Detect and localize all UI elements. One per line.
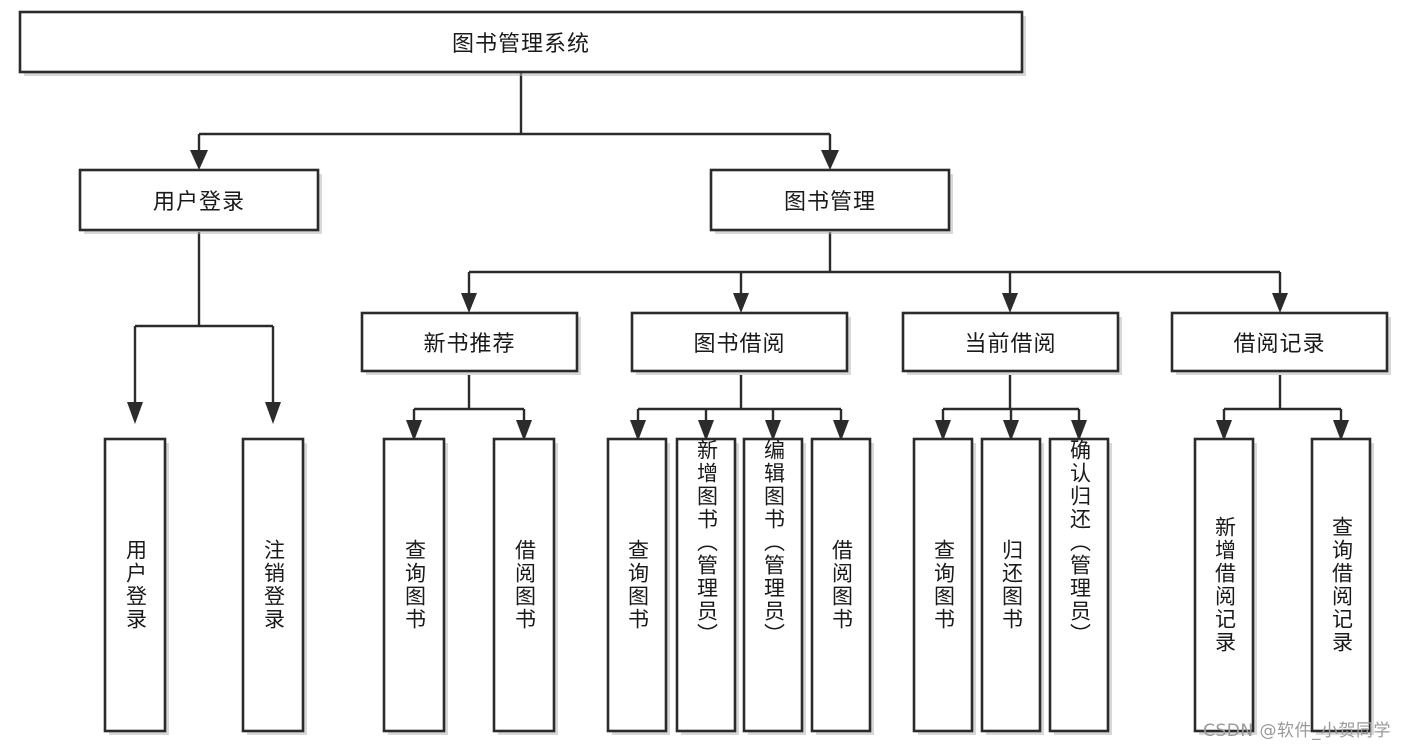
arrow-to-leaf-edit-book: [765, 420, 781, 441]
arrow-to-leaf-query-book-cb: [935, 420, 951, 441]
arrow-to-current-borrow: [1002, 293, 1018, 313]
arrow-to-leaf-add-record: [1216, 420, 1232, 441]
leaf-box-bb-query-book[interactable]: [606, 437, 668, 733]
arrow-to-book-manage: [821, 150, 839, 170]
arrow-to-leaf-borrow-book-nb: [516, 420, 532, 441]
leaf-box-br-query-record[interactable]: [1310, 437, 1372, 733]
leaf-box-bb-edit-book[interactable]: [742, 437, 804, 733]
book-borrow-node-box[interactable]: [630, 311, 849, 373]
arrow-to-leaf-add-book: [698, 420, 714, 441]
arrow-to-new-book-recommend: [461, 293, 477, 313]
book-manage-node-box[interactable]: [709, 168, 951, 232]
arrow-to-user-login: [190, 150, 208, 170]
arrow-to-leaf-logout: [265, 402, 281, 424]
user-login-node-box[interactable]: [78, 168, 320, 232]
arrow-to-leaf-query-record: [1333, 420, 1349, 441]
leaf-box-cb-query-book[interactable]: [912, 437, 974, 733]
leaf-box-nb-query-book[interactable]: [382, 437, 446, 733]
leaf-box-bb-add-book[interactable]: [675, 437, 737, 733]
arrow-to-leaf-return-book: [1003, 420, 1019, 441]
leaf-box-logout[interactable]: [241, 437, 305, 733]
arrow-to-leaf-user-login: [127, 402, 143, 424]
arrow-to-leaf-query-book-nb: [406, 420, 422, 441]
arrow-to-borrow-record: [1272, 293, 1288, 313]
leaf-box-bb-borrow-book[interactable]: [810, 437, 872, 733]
leaf-box-br-add-record[interactable]: [1193, 437, 1255, 733]
arrow-to-leaf-borrow-book-bb: [833, 420, 849, 441]
borrow-record-node-box[interactable]: [1170, 311, 1389, 373]
arrow-to-book-borrow: [733, 293, 749, 313]
leaf-box-nb-borrow-book[interactable]: [492, 437, 556, 733]
arrow-to-leaf-confirm-return: [1071, 420, 1087, 441]
arrow-to-leaf-query-book-bb: [630, 420, 646, 441]
leaf-box-cb-return-book[interactable]: [980, 437, 1042, 733]
new-book-recommend-node-box[interactable]: [360, 311, 579, 373]
leaf-box-cb-confirm-return[interactable]: [1048, 437, 1110, 733]
node-box-group: [18, 10, 1391, 735]
leaf-box-user-login[interactable]: [103, 437, 167, 733]
root-node-box[interactable]: [18, 10, 1024, 74]
connector-group: [127, 72, 1349, 441]
current-borrow-node-box[interactable]: [901, 311, 1120, 373]
